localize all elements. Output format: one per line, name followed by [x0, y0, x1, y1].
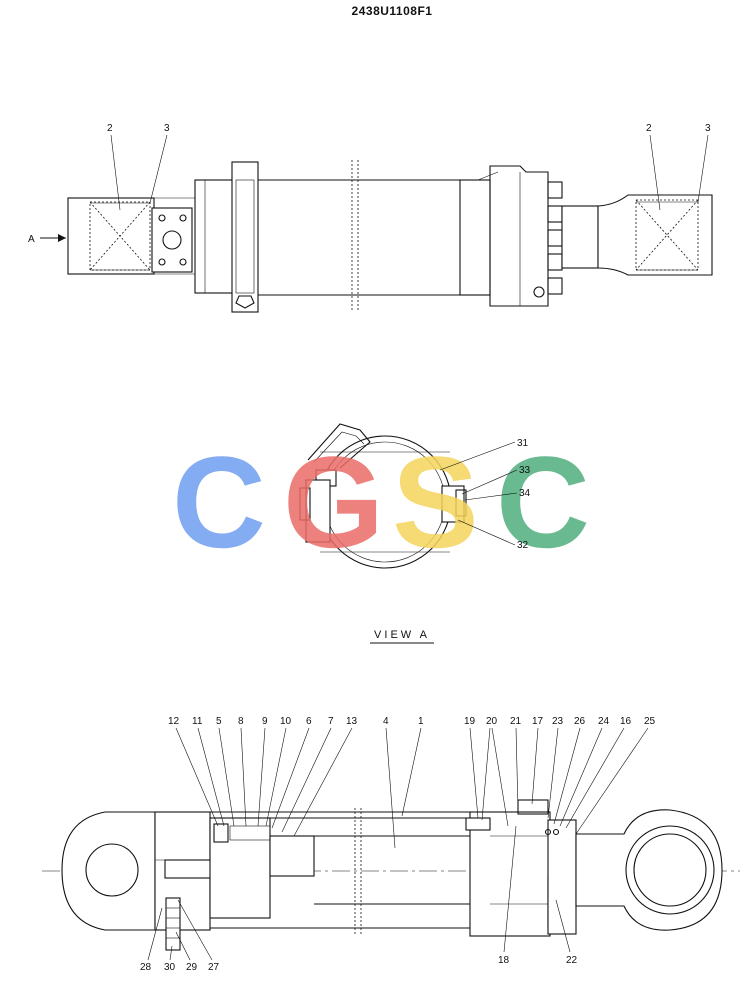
callout-13: 13	[346, 716, 358, 727]
cylinder-section-view	[42, 799, 740, 951]
callout-6: 6	[306, 716, 312, 727]
callout-21: 21	[510, 716, 522, 727]
callout-12: 12	[168, 716, 180, 727]
callout-31: 31	[517, 438, 529, 449]
cylinder-top-view: A 2 3 2 3	[28, 123, 713, 313]
callout-9: 9	[262, 716, 268, 727]
callout-3-right: 3	[705, 123, 711, 134]
arrow-a-label: A	[28, 234, 35, 245]
callout-5: 5	[216, 716, 222, 727]
callout-19: 19	[464, 716, 476, 727]
callout-29: 29	[186, 962, 198, 973]
callout-32: 32	[517, 540, 529, 551]
view-a-callouts: 31 33 34 32	[439, 438, 531, 551]
callout-28: 28	[140, 962, 152, 973]
callout-3-left: 3	[164, 123, 170, 134]
callout-26: 26	[574, 716, 586, 727]
callout-2-right: 2	[646, 123, 652, 134]
callout-11: 11	[192, 716, 203, 727]
section-callouts-top: 12 11 5 8 9 10 6 7 13 4 1 19 20 21 17 23…	[168, 716, 656, 849]
callout-10: 10	[280, 716, 292, 727]
callout-18: 18	[498, 955, 510, 966]
watermark-letter-s: S	[392, 429, 479, 575]
callout-22: 22	[566, 955, 578, 966]
callout-33: 33	[519, 465, 531, 476]
callout-27: 27	[208, 962, 220, 973]
callout-25: 25	[644, 716, 656, 727]
watermark-letter-c2: C	[496, 429, 590, 575]
watermark-letter-c1: C	[172, 429, 266, 575]
view-a-label: VIEW A	[374, 629, 430, 641]
view-a-drawing	[299, 423, 467, 569]
callout-20: 20	[486, 716, 498, 727]
callout-2-left: 2	[107, 123, 113, 134]
callout-7: 7	[328, 716, 334, 727]
callout-4: 4	[383, 716, 389, 727]
drawing-number: 2438U1108F1	[352, 4, 433, 18]
callout-8: 8	[238, 716, 244, 727]
callout-1: 1	[418, 716, 424, 727]
callout-17: 17	[532, 716, 544, 727]
callout-23: 23	[552, 716, 564, 727]
callout-34: 34	[519, 488, 531, 499]
section-callouts-bottom: 28 30 29 27 18 22	[140, 825, 578, 973]
callout-30: 30	[164, 962, 176, 973]
callout-24: 24	[598, 716, 610, 727]
cgsc-watermark: C G S C	[172, 429, 590, 575]
watermark-letter-g: G	[283, 429, 384, 575]
callout-16: 16	[620, 716, 632, 727]
